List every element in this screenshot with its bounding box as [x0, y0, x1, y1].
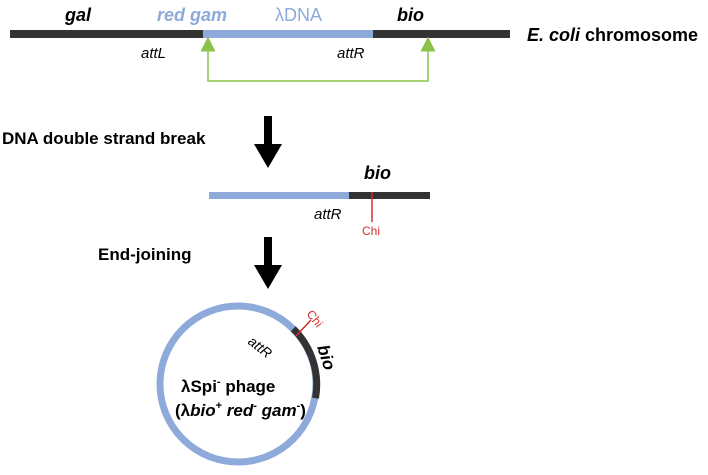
phage-circle-host-bio-arc: [290, 326, 321, 399]
end-joining-step-label: End-joining: [98, 245, 191, 264]
host-dna-left-segment: [10, 30, 203, 38]
phage-name-label: λSpi- phage: [181, 376, 275, 396]
down-arrow-2: [254, 237, 282, 289]
attR-middle-label: attR: [314, 206, 342, 223]
chromosome-label: E. coli chromosome: [527, 25, 698, 45]
bio-middle-label: bio: [364, 163, 391, 183]
lambda-dna-label: λDNA: [275, 5, 322, 25]
chi-middle-label: Chi: [362, 224, 380, 238]
attL-label: attL: [141, 45, 166, 62]
fragment-host-segment: [349, 192, 430, 199]
attR-circle-label: attR: [245, 333, 275, 361]
phage-genotype-label: (λbio+ red- gam-): [175, 400, 306, 420]
bio-top-label: bio: [397, 5, 424, 25]
lambda-dna-segment: [203, 30, 373, 38]
red-gam-label: red gam: [157, 5, 227, 25]
fragment-lambda-segment: [209, 192, 349, 199]
host-dna-right-segment: [373, 30, 510, 38]
chi-site-circle-marker-line: [295, 319, 312, 337]
gal-label: gal: [64, 5, 92, 25]
recombination-bracket-arrow: [200, 36, 436, 82]
dsb-step-label: DNA double strand break: [2, 129, 206, 148]
broken-fragment-bar: [209, 192, 430, 199]
attR-top-label: attR: [337, 45, 365, 62]
down-arrow-1: [254, 116, 282, 168]
chromosome-bar: [10, 30, 510, 38]
chi-circle-label: Chi: [304, 307, 326, 330]
